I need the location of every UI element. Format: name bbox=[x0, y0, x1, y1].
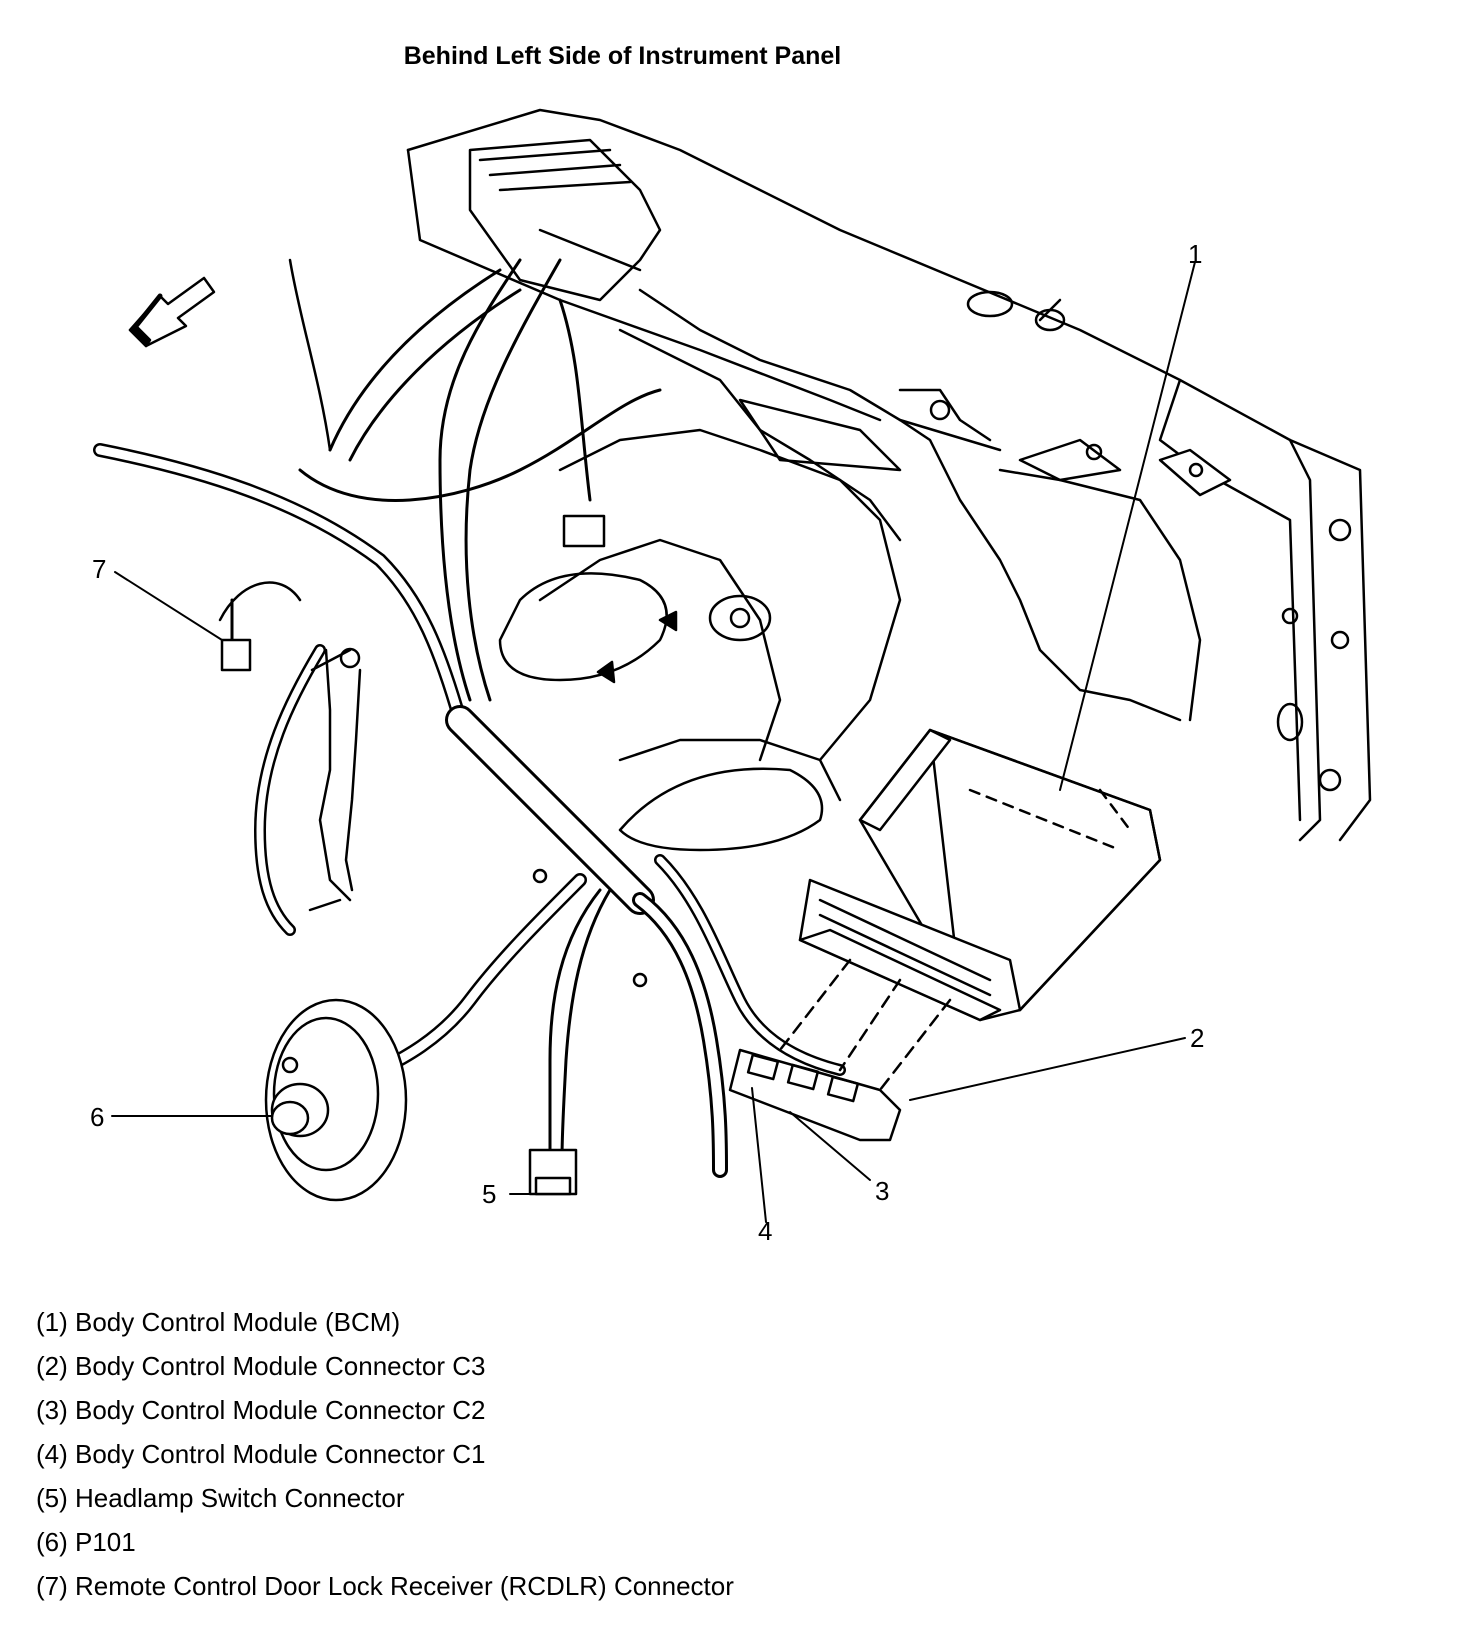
callout-5: 5 bbox=[482, 1179, 496, 1209]
callout-4: 4 bbox=[758, 1216, 772, 1246]
component-legend: (1) Body Control Module (BCM) (2) Body C… bbox=[36, 1300, 734, 1608]
left-harness-branches bbox=[93, 443, 846, 1202]
legend-item-3: (3) Body Control Module Connector C2 bbox=[36, 1395, 486, 1425]
callout-7: 7 bbox=[92, 554, 106, 584]
leader-line-1 bbox=[1059, 261, 1196, 791]
callout-3: 3 bbox=[875, 1176, 889, 1206]
legend-item-7: (7) Remote Control Door Lock Receiver (R… bbox=[36, 1571, 734, 1601]
legend-item-2: (2) Body Control Module Connector C3 bbox=[36, 1351, 486, 1381]
callout-leader-lines bbox=[111, 261, 1196, 1223]
legend-item-6: (6) P101 bbox=[36, 1527, 136, 1557]
bcm-connectors bbox=[728, 958, 952, 1142]
legend-item-4: (4) Body Control Module Connector C1 bbox=[36, 1439, 486, 1469]
legend-item-1: (1) Body Control Module (BCM) bbox=[36, 1307, 401, 1337]
leader-line-4 bbox=[751, 1087, 767, 1223]
diagram-title: Behind Left Side of Instrument Panel bbox=[403, 42, 842, 70]
callout-2: 2 bbox=[1190, 1023, 1204, 1053]
legend-item-5: (5) Headlamp Switch Connector bbox=[36, 1483, 405, 1513]
callout-1: 1 bbox=[1188, 239, 1202, 269]
leader-line-2 bbox=[909, 1037, 1186, 1101]
leader-line-3 bbox=[789, 1111, 871, 1181]
body-control-module bbox=[798, 728, 1162, 1022]
instrument-panel-carrier bbox=[406, 108, 1372, 852]
callout-6: 6 bbox=[90, 1102, 104, 1132]
instrument-panel-illustration: 1 2 3 4 5 6 7 bbox=[90, 108, 1372, 1246]
upper-harness-bundle bbox=[288, 138, 662, 702]
front-direction-arrow-icon bbox=[128, 276, 216, 348]
leader-line-7 bbox=[114, 571, 223, 641]
